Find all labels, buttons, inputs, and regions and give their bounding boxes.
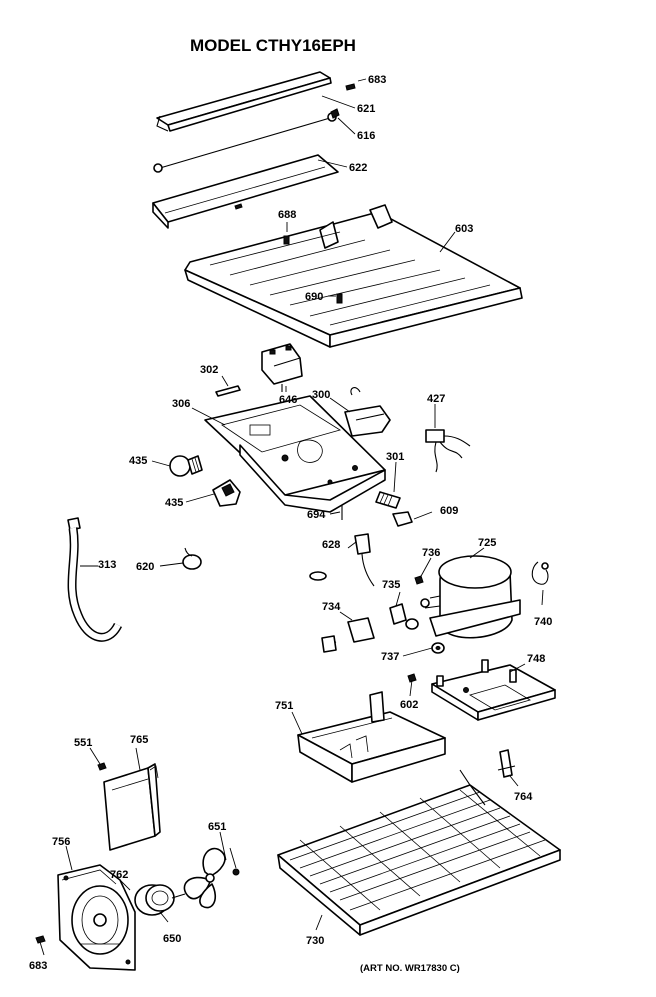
part-551-screw: [97, 762, 107, 771]
label-725: 725: [478, 537, 496, 549]
label-300: 300: [312, 389, 330, 401]
part-751-drain-pan: [297, 691, 446, 783]
label-616: 616: [357, 130, 375, 142]
label-603: 603: [455, 223, 473, 235]
part-313-drain-tube: [67, 517, 123, 642]
label-688: 688: [278, 209, 296, 221]
part-730-condenser: [277, 769, 561, 936]
part-748-mounting-plate: [431, 659, 556, 721]
part-603-top-shelf: [184, 204, 523, 348]
part-300-switch: [344, 387, 391, 437]
label-551: 551: [74, 737, 92, 749]
part-301-sleeve: [375, 491, 401, 509]
part-306-control-housing: [204, 395, 386, 513]
part-622-channel: [152, 154, 339, 229]
label-756: 756: [52, 836, 70, 848]
label-735: 735: [382, 579, 400, 591]
label-651: 651: [208, 821, 226, 833]
part-756-fan-shroud: [57, 864, 136, 971]
label-740: 740: [534, 616, 552, 628]
part-616-rod: [153, 108, 340, 173]
part-620-cap: [182, 547, 202, 570]
label-302: 302: [200, 364, 218, 376]
label-313: 313: [98, 559, 116, 571]
part-646-thermostat: [261, 343, 303, 392]
art-number: (ART NO. WR17830 C): [360, 963, 460, 974]
label-751: 751: [275, 700, 293, 712]
part-736-screw: [414, 575, 424, 585]
part-302-rod: [215, 385, 241, 397]
model-title: MODEL CTHY16EPH: [190, 36, 356, 55]
label-734: 734: [322, 601, 341, 613]
label-628: 628: [322, 539, 340, 551]
part-734-overload: [321, 617, 375, 653]
part-737-grommet: [431, 642, 445, 654]
label-730: 730: [306, 935, 324, 947]
part-690-screw: [336, 293, 343, 304]
part-435-light-socket: [212, 479, 241, 507]
label-427: 427: [427, 393, 445, 405]
label-683b: 683: [29, 960, 47, 972]
label-690: 690: [305, 291, 323, 303]
label-435a: 435: [129, 455, 147, 467]
label-306: 306: [172, 398, 190, 410]
part-765-panel: [103, 763, 161, 851]
label-609: 609: [440, 505, 458, 517]
part-725-compressor: [420, 555, 521, 639]
label-737: 737: [381, 651, 399, 663]
part-609-clip: [392, 511, 413, 527]
part-628-harness: [309, 533, 375, 587]
label-736: 736: [422, 547, 440, 559]
part-740-clip: [531, 561, 549, 585]
label-748: 748: [527, 653, 545, 665]
label-620: 620: [136, 561, 154, 573]
label-650: 650: [163, 933, 181, 945]
label-301: 301: [386, 451, 404, 463]
label-683: 683: [368, 74, 386, 86]
part-651-fan-blade: [183, 847, 240, 909]
part-683-screw: [345, 83, 356, 91]
label-602: 602: [400, 699, 418, 711]
label-765: 765: [130, 734, 148, 746]
part-435-light-bulb: [169, 455, 203, 477]
part-427-connector: [425, 429, 471, 473]
label-694: 694: [307, 509, 326, 521]
part-602-screw: [407, 673, 417, 683]
part-621-trim-rail: [156, 71, 332, 132]
part-764-bracket: [497, 749, 516, 778]
label-621: 621: [357, 103, 375, 115]
leader-lines: [39, 78, 544, 956]
label-762: 762: [110, 869, 128, 881]
label-435b: 435: [165, 497, 183, 509]
label-764: 764: [514, 791, 533, 803]
label-622: 622: [349, 162, 367, 174]
part-735-relay: [389, 603, 419, 630]
part-688-screw: [283, 235, 290, 245]
label-646: 646: [279, 394, 297, 406]
part-683-screw-bottom: [35, 935, 46, 944]
part-650-fan-motor: [134, 884, 186, 916]
